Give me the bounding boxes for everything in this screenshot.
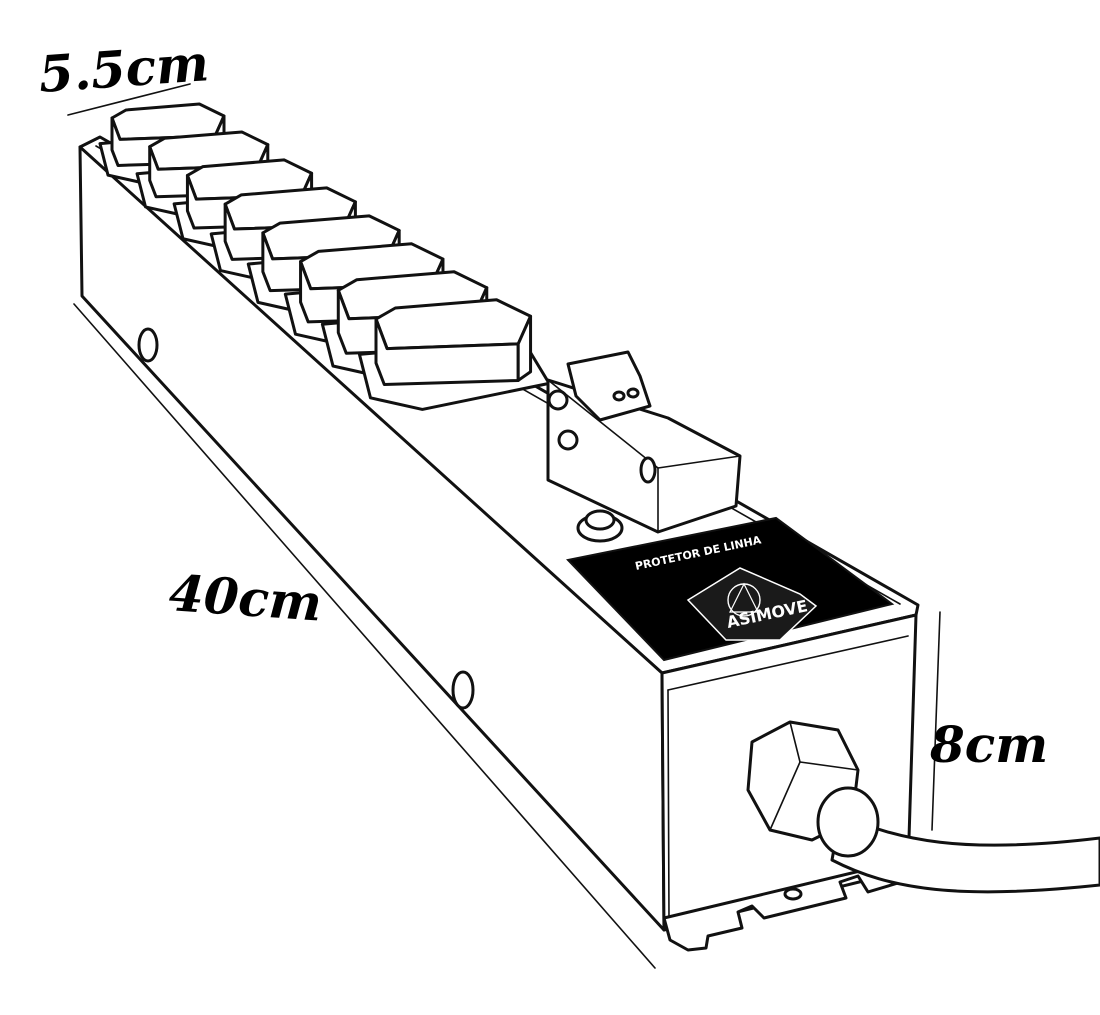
crest-emblem-icon (686, 567, 818, 641)
outlet-row (98, 102, 551, 411)
toggle-switch-icon[interactable] (546, 350, 742, 534)
side-screw-1 (137, 327, 159, 363)
dimension-width: 5.5cm (37, 33, 211, 116)
switch-lever[interactable] (566, 350, 652, 422)
bracket-plate (662, 858, 910, 952)
end-face-edge (667, 635, 909, 691)
indicator-cap (584, 509, 616, 531)
switch-screw-2 (557, 429, 579, 451)
power-cable (830, 813, 1100, 894)
dimension-length: 40cm (167, 563, 324, 633)
cable-gland-icon (746, 720, 880, 858)
mounting-bracket (662, 858, 910, 952)
side-screw-2 (451, 670, 475, 710)
switch-screw-1 (547, 389, 569, 411)
indicator-button[interactable] (576, 509, 624, 543)
switch-screw-3 (639, 456, 657, 484)
width-label: 5.5cm (37, 33, 211, 104)
bracket-hole (783, 887, 803, 901)
brand-label: PROTETOR DE LINHA ASIMOVE (566, 516, 895, 662)
gland-facet-2 (799, 761, 859, 771)
switch-dot-1 (612, 390, 626, 402)
switch-edge-top (657, 455, 741, 469)
cable-body (830, 813, 1100, 894)
length-label: 40cm (167, 563, 324, 633)
socket-icon[interactable] (357, 298, 551, 411)
socket-cap-side (516, 314, 533, 382)
switch-dot-2 (626, 387, 640, 399)
length-guide-line (73, 303, 656, 969)
gland-collar (816, 786, 880, 858)
end-face-edge-left (667, 689, 670, 921)
socket-cap-top (374, 298, 533, 351)
height-label: 8cm (929, 715, 1048, 774)
dimension-height: 8cm (929, 611, 1048, 831)
